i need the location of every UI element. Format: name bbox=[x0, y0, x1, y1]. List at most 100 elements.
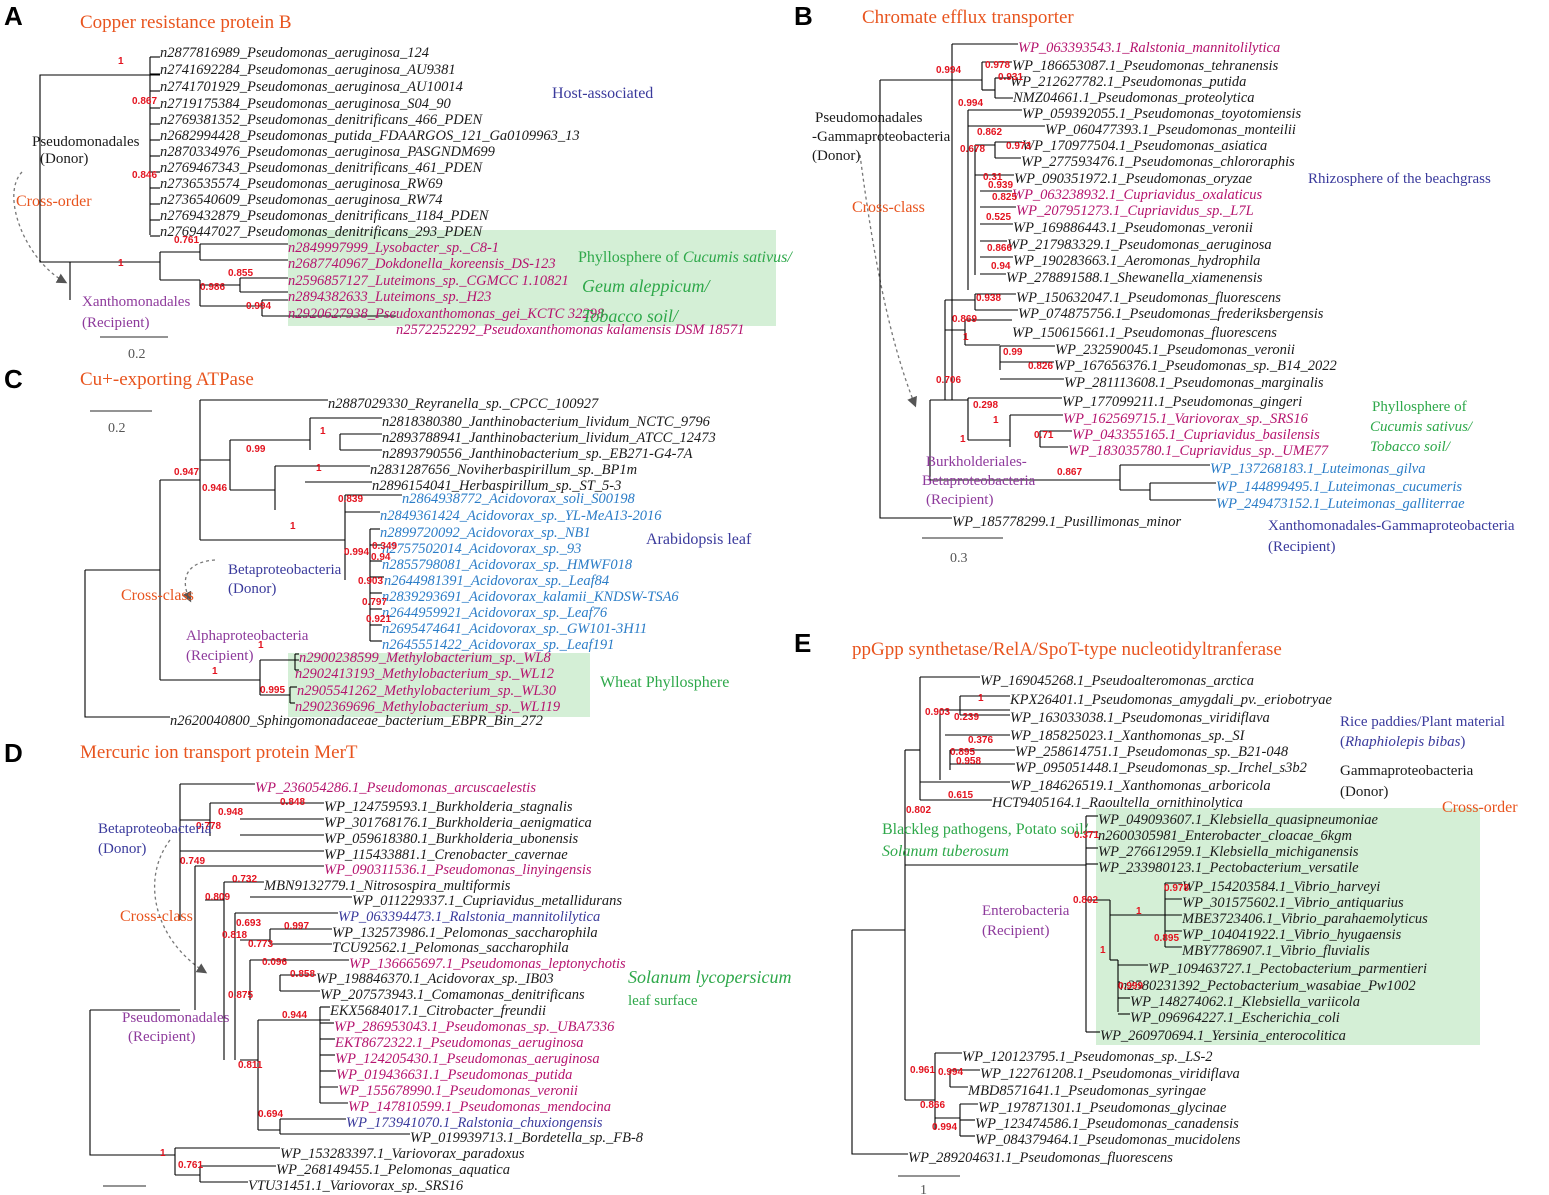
panel-a-ann-phyllo-1: Phyllosphere of Cucumis sativus/ bbox=[578, 249, 793, 266]
panel-b-scale-label: 0.3 bbox=[950, 551, 968, 566]
tree-leaf-label: WP_132573986.1_Pelomonas_saccharophila bbox=[332, 925, 598, 941]
tree-leaf-label: WP_190283663.1_Aeromonas_hydrophila bbox=[1013, 253, 1260, 269]
tree-leaf-label: WP_059392055.1_Pseudomonas_toyotomiensis bbox=[1022, 106, 1301, 122]
tree-leaf-label: n2839293691_Acidovorax_kalamii_KNDSW-TSA… bbox=[382, 589, 679, 605]
tree-leaf-label: HCT9405164.1_Raoultella_ornithinolytica bbox=[991, 795, 1243, 811]
panel-c-ann-arab: Arabidopsis leaf bbox=[646, 531, 752, 548]
tree-leaf-label: WP_137268183.1_Luteimonas_gilva bbox=[1210, 461, 1425, 477]
support-value: 1 bbox=[963, 332, 969, 343]
support-value: 0.615 bbox=[948, 790, 973, 801]
panel-d-leaves: WP_236054286.1_Pseudomonas_arcuscaelesti… bbox=[248, 780, 644, 1194]
tree-leaf-label: WP_212627782.1_Pseudomonas_putida bbox=[1010, 74, 1246, 90]
support-value: 0.866 bbox=[920, 1100, 945, 1111]
tree-leaf-label: WP_074875756.1_Pseudomonas_frederiksberg… bbox=[1018, 306, 1324, 322]
panel-d-letter: D bbox=[4, 738, 23, 768]
panel-d-arrow bbox=[153, 839, 208, 974]
tree-leaf-label: WP_104041922.1_Vibrio_hyugaensis bbox=[1182, 927, 1402, 943]
panel-a-letter: A bbox=[4, 1, 23, 31]
tree-leaf-label: WP_163033038.1_Pseudomonas_viridiflava bbox=[1010, 710, 1270, 726]
panel-b-title: Chromate efflux transporter bbox=[862, 7, 1074, 28]
support-value: 0.778 bbox=[196, 821, 221, 832]
panel-b-ann-recip-1: Burkholderiales- bbox=[926, 454, 1027, 470]
support-value: 0.938 bbox=[976, 293, 1001, 304]
support-value: 0.371 bbox=[1074, 830, 1099, 841]
tree-leaf-label: n2887029330_Reyranella_sp._CPCC_100927 bbox=[328, 396, 599, 412]
support-value: 0.994 bbox=[958, 98, 983, 109]
tree-leaf-label: WP_217983329.1_Pseudomonas_aeruginosa bbox=[1007, 237, 1272, 253]
tree-leaf-label: n2741701929_Pseudomonas_aeruginosa_AU100… bbox=[160, 79, 463, 95]
support-value: 0.694 bbox=[258, 1109, 283, 1120]
support-value: 0.31 bbox=[983, 172, 1003, 183]
tree-leaf-label: WP_276612959.1_Klebsiella_michiganensis bbox=[1098, 844, 1359, 860]
tree-leaf-label: WP_185778299.1_Pusillimonas_minor bbox=[952, 514, 1182, 530]
tree-leaf-label: WP_277593476.1_Pseudomonas_chlororaphis bbox=[1021, 154, 1295, 170]
tree-leaf-label: WP_268149455.1_Pelomonas_aquatica bbox=[276, 1162, 510, 1178]
support-value: 0.825 bbox=[992, 192, 1017, 203]
support-value: 0.99 bbox=[1003, 347, 1023, 358]
tree-leaf-label: n2831287656_Noviherbaspirillum_sp._BP1m bbox=[370, 462, 637, 478]
tree-leaf-label: WP_260970694.1_Yersinia_enterocolitica bbox=[1100, 1028, 1346, 1044]
support-value: 0.866 bbox=[987, 243, 1012, 254]
tree-leaf-label: WP_286953043.1_Pseudomonas_sp._UBA7336 bbox=[334, 1019, 615, 1035]
support-value: 0.732 bbox=[232, 874, 257, 885]
tree-leaf-label: MBD8571641.1_Pseudomonas_syringae bbox=[967, 1083, 1207, 1099]
support-value: 0.994 bbox=[344, 547, 369, 558]
support-value: 0.376 bbox=[968, 735, 993, 746]
tree-leaf-label: n2877816989_Pseudomonas_aeruginosa_124 bbox=[160, 45, 429, 61]
tree-leaf-label: WP_122761208.1_Pseudomonas_viridiflava bbox=[980, 1066, 1240, 1082]
tree-leaf-label: n2695474641_Acidovorax_sp._GW101-3H11 bbox=[382, 621, 647, 637]
tree-leaf-label: WP_169886443.1_Pseudomonas_veronii bbox=[1013, 220, 1253, 236]
tree-leaf-label: WP_019436631.1_Pseudomonas_putida bbox=[336, 1067, 572, 1083]
panel-a-ann-recip-2: (Recipient) bbox=[82, 315, 149, 331]
support-value: 0.973 bbox=[1006, 141, 1031, 152]
panel-e-supports: 0.90310.2390.3760.8950.9580.6150.8020.37… bbox=[906, 693, 1189, 1133]
tree-leaf-label: WP_063238932.1_Cupriavidus_oxalaticus bbox=[1012, 187, 1262, 203]
support-value: 0.994 bbox=[246, 301, 271, 312]
tree-leaf-label: WP_063393543.1_Ralstonia_mannitolilytica bbox=[1018, 40, 1280, 56]
tree-leaf-label: WP_115433881.1_Crenobacter_cavernae bbox=[324, 847, 568, 863]
panel-a-ann-recip-1: Xanthomonadales bbox=[82, 294, 190, 310]
panel-c-ann-cross: Cross-class bbox=[121, 587, 194, 604]
support-value: 0.693 bbox=[236, 918, 261, 929]
tree-branch bbox=[39, 74, 160, 172]
tree-leaf-label: WP_289204631.1_Pseudomonas_fluorescens bbox=[908, 1150, 1173, 1166]
tree-leaf-label: WP_177099211.1_Pseudomonas_gingeri bbox=[1062, 394, 1302, 410]
tree-leaf-label: n2580231392_Pectobacterium_wasabiae_Pw10… bbox=[1120, 978, 1416, 994]
tree-leaf-label: n2687740967_Dokdonella_koreensis_DS-123 bbox=[288, 256, 556, 272]
support-value: 1 bbox=[118, 258, 124, 269]
support-value: 0.931 bbox=[998, 72, 1023, 83]
support-value: 1 bbox=[993, 415, 999, 426]
support-value: 1 bbox=[960, 434, 966, 445]
panel-b-ann-phyllo-1: Phyllosphere of bbox=[1372, 399, 1467, 415]
support-value: 0.895 bbox=[950, 747, 975, 758]
panel-c-letter: C bbox=[4, 364, 23, 394]
support-value: 0.749 bbox=[180, 856, 205, 867]
support-value: 0.706 bbox=[936, 375, 961, 386]
support-value: 0.978 bbox=[1164, 883, 1189, 894]
panel-c-ann-wheat: Wheat Phyllosphere bbox=[600, 674, 729, 691]
tree-leaf-label: n2870334976_Pseudomonas_aeruginosa_PASGN… bbox=[160, 144, 496, 160]
support-value: 0.818 bbox=[222, 930, 247, 941]
tree-leaf-label: WP_144899495.1_Luteimonas_cucumeris bbox=[1216, 479, 1462, 495]
tree-leaf-label: WP_198846370.1_Acidovorax_sp._IB03 bbox=[316, 971, 554, 987]
support-value: 0.862 bbox=[977, 127, 1002, 138]
tree-leaf-label: n2899720092_Acidovorax_sp._NB1 bbox=[380, 525, 591, 541]
support-value: 0.802 bbox=[906, 805, 931, 816]
tree-leaf-label: WP_060477393.1_Pseudomonas_monteilii bbox=[1045, 122, 1296, 138]
tree-leaf-label: WP_170977504.1_Pseudomonas_asiatica bbox=[1022, 138, 1267, 154]
tree-leaf-label: WP_236054286.1_Pseudomonas_arcuscaelesti… bbox=[255, 780, 536, 796]
tree-branch bbox=[851, 930, 908, 1155]
tree-leaf-label: WP_153283397.1_Variovorax_paradoxus bbox=[280, 1146, 525, 1162]
tree-leaf-label: n2905541262_Methylobacterium_sp._WL30 bbox=[297, 683, 557, 699]
support-value: 0.994 bbox=[932, 1122, 957, 1133]
panel-b-letter: B bbox=[794, 1, 813, 31]
panel-e-ann-recip-2: (Recipient) bbox=[982, 923, 1049, 939]
support-value: 0.958 bbox=[956, 756, 981, 767]
support-value: 1 bbox=[316, 463, 322, 474]
support-value: 0.944 bbox=[282, 1010, 307, 1021]
tree-leaf-label: WP_150615661.1_Pseudomonas_fluorescens bbox=[1012, 325, 1277, 341]
support-value: 0.903 bbox=[925, 707, 950, 718]
panel-c-scale-label: 0.2 bbox=[108, 421, 126, 436]
